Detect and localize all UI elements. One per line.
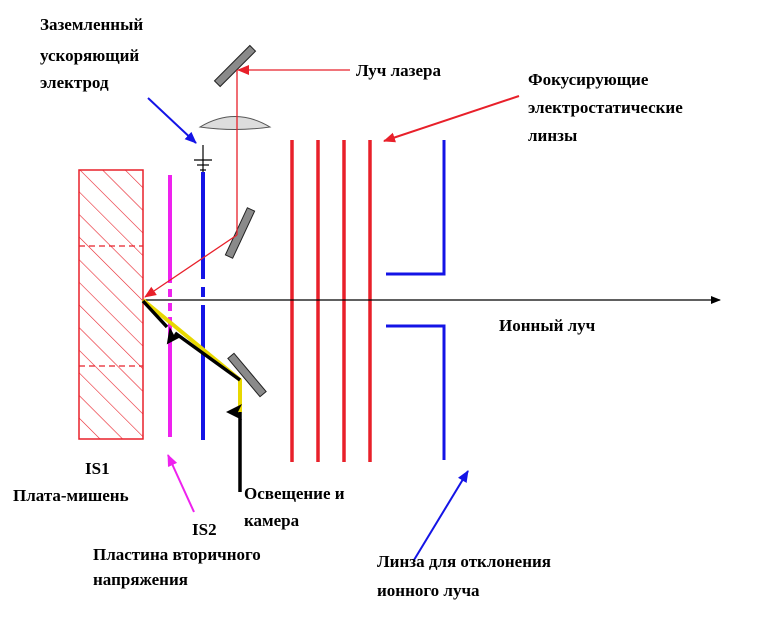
electrode-pointer-arrow	[147, 97, 197, 144]
middle-mirror	[224, 207, 256, 259]
ion-beam-label: Ионный луч	[499, 316, 596, 335]
grounded-electrode-label: Заземленный ускоряющий электрод	[40, 15, 147, 92]
is2-label: IS2	[192, 520, 217, 539]
target-plate-label: Плата-мишень	[13, 486, 129, 505]
deflection-lens	[386, 140, 446, 460]
deflection-lens-label: Линза для отклонения ионного луча	[377, 552, 555, 600]
bottom-mirror	[227, 352, 267, 398]
is2-pointer-arrow	[167, 454, 195, 513]
focusing-lenses-label: Фокусирующие электростатические линзы	[528, 70, 687, 145]
lenses-pointer-arrow	[383, 95, 520, 143]
laser-beam-path	[144, 65, 350, 298]
target-plate-is1	[78, 169, 144, 440]
laser-beam-label: Луч лазера	[356, 61, 441, 80]
illumination-camera-path	[141, 298, 242, 492]
illumination-label: Освещение и камера	[244, 484, 349, 530]
secondary-plate-label: Пластина вторичного напряжения	[93, 545, 265, 589]
is1-label: IS1	[85, 459, 110, 478]
deflection-pointer-arrow	[413, 470, 469, 561]
focusing-lenses	[290, 140, 372, 462]
top-mirror	[213, 44, 257, 88]
grounded-accelerating-electrode	[194, 145, 212, 440]
focusing-optical-lens	[198, 116, 272, 130]
